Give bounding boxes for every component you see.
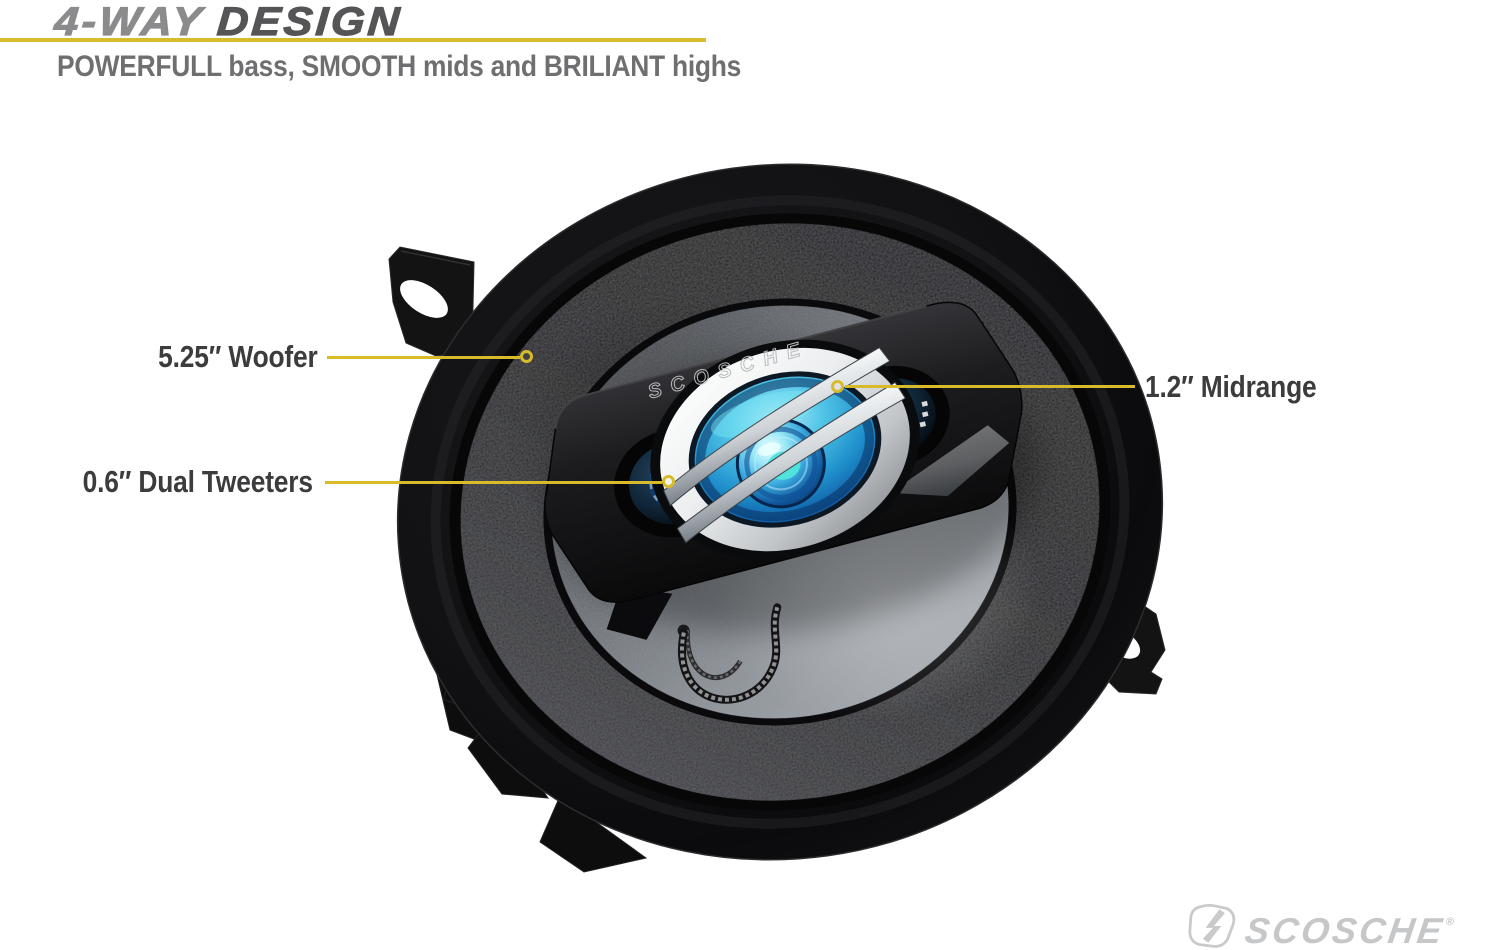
callout-label-midrange: 1.2″ Midrange bbox=[1145, 369, 1317, 404]
callout-line-tweeters bbox=[325, 481, 662, 484]
callout-label-woofer: 5.25″ Woofer bbox=[158, 339, 319, 374]
callout-line-midrange bbox=[845, 385, 1135, 388]
tinsel-wire bbox=[677, 603, 782, 704]
brand-name: SCOSCHE bbox=[1242, 909, 1448, 950]
tweeter-tick-marks bbox=[919, 400, 929, 428]
bridge-top-bevel bbox=[554, 305, 927, 429]
callout-label-tweeters: 0.6″ Dual Tweeters bbox=[82, 464, 313, 499]
page-subtitle: POWERFULL bass, SMOOTH mids and BRILIANT… bbox=[57, 50, 742, 83]
driver-bridge: SCOSCHE bbox=[544, 301, 1023, 603]
callout-marker-woofer bbox=[520, 350, 533, 363]
midrange-driver bbox=[650, 339, 920, 560]
brand-logo: SCOSCHE® bbox=[1188, 902, 1455, 950]
brand-badge-icon bbox=[1188, 904, 1236, 948]
brand-wordmark: SCOSCHE® bbox=[1242, 899, 1457, 950]
registered-mark: ® bbox=[1444, 915, 1455, 928]
title-underline bbox=[0, 38, 706, 42]
crossbar-lower bbox=[676, 381, 906, 544]
callout-marker-midrange bbox=[831, 380, 844, 393]
rim-bevel bbox=[430, 195, 1130, 829]
bridge-reflection bbox=[890, 425, 1010, 497]
callout-line-woofer bbox=[327, 356, 520, 359]
callout-marker-tweeters bbox=[662, 475, 675, 488]
